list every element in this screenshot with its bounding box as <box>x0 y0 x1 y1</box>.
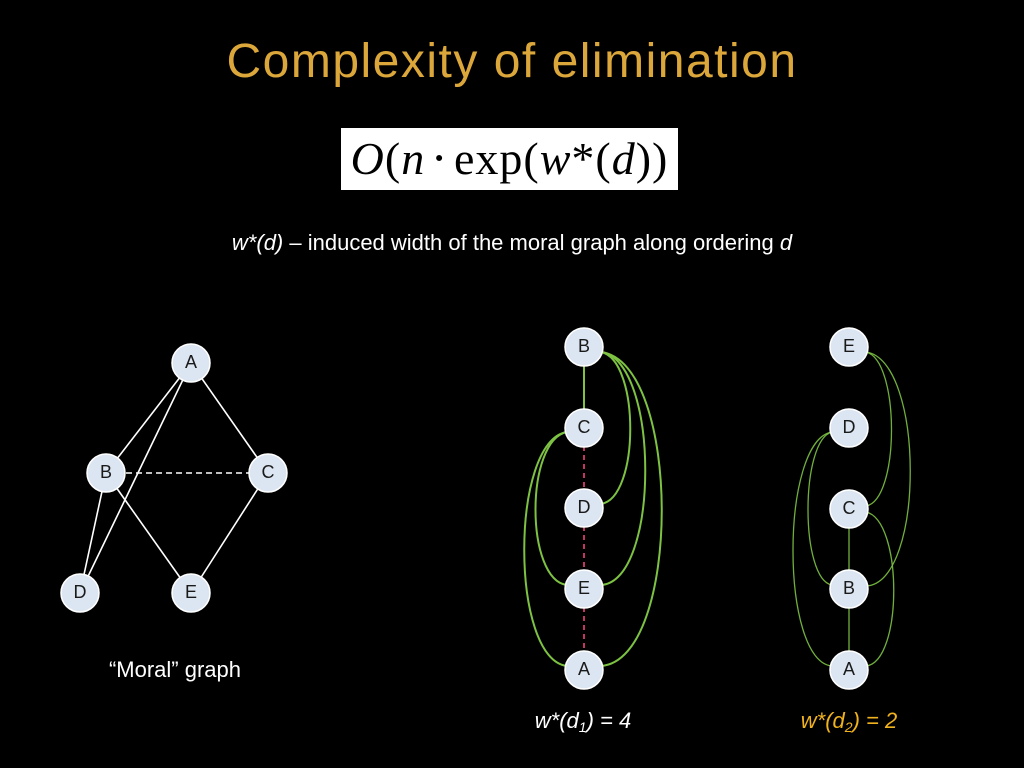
node-circle <box>829 569 869 609</box>
formula-part: O <box>350 133 385 184</box>
edge-b-e <box>105 472 192 594</box>
arc-b-d <box>600 351 632 505</box>
node-label: D <box>843 417 856 437</box>
edge-c-e <box>190 472 269 594</box>
arc-c-e <box>534 431 568 586</box>
node-label: E <box>843 336 855 356</box>
d2-node: D <box>829 408 869 448</box>
node-label: E <box>578 578 590 598</box>
slide-title: Complexity of elimination <box>226 35 798 88</box>
node-circle <box>86 453 126 493</box>
moral-graph-caption: “Moral” graph <box>108 657 242 682</box>
d2-node: B <box>829 569 869 609</box>
moral-node: E <box>171 573 211 613</box>
edge-a-d <box>79 362 192 594</box>
node-label: B <box>578 336 590 356</box>
d1-node: B <box>564 327 604 367</box>
node-label: C <box>843 498 856 518</box>
moral-node: C <box>248 453 288 493</box>
edge-a-c <box>190 362 269 474</box>
width-label-subscript: 1 <box>578 719 587 735</box>
d2-node: E <box>829 327 869 367</box>
edge-a-b <box>105 362 192 474</box>
definition-text: – induced width of the moral graph along… <box>283 230 780 255</box>
moral-graph-edges <box>79 362 269 594</box>
node-label: A <box>185 352 197 372</box>
moral-graph: A B C D E <box>60 343 288 613</box>
arc-c-a <box>523 431 568 667</box>
formula-part: *( <box>571 133 612 184</box>
arc-b-e <box>600 351 647 586</box>
d1-node: C <box>564 408 604 448</box>
d1-node: E <box>564 569 604 609</box>
d1-width-label: w*(d1) = 4 <box>483 707 683 741</box>
width-label-suffix: ) = 4 <box>586 708 632 733</box>
d1-node: D <box>564 488 604 528</box>
formula-part: ( <box>384 133 402 184</box>
moral-node: D <box>60 573 100 613</box>
moral-node: B <box>86 453 126 493</box>
node-label: B <box>843 578 855 598</box>
arc-c-a <box>865 511 895 667</box>
ordering-d2-graph: E D C B A <box>792 327 911 690</box>
induced-width-definition: w*(d) – induced width of the moral graph… <box>0 229 1024 257</box>
complexity-formula: O(n⋅exp(w*(d)) <box>341 128 678 190</box>
node-label: E <box>185 582 197 602</box>
node-circle <box>60 573 100 613</box>
width-label-prefix: w*(d <box>534 708 579 733</box>
formula-part: exp( <box>453 133 540 184</box>
arc-e-b <box>865 351 911 587</box>
node-circle <box>829 489 869 529</box>
node-label: C <box>578 417 591 437</box>
node-circle <box>171 573 211 613</box>
definition-variable: d <box>779 230 793 255</box>
node-circle <box>564 650 604 690</box>
d2-node: A <box>829 650 869 690</box>
edge-b-d <box>79 472 107 594</box>
node-label: D <box>74 582 87 602</box>
node-circle <box>829 327 869 367</box>
node-circle <box>171 343 211 383</box>
definition-term: w*(d) <box>231 230 284 255</box>
node-circle <box>564 488 604 528</box>
arc-d-a <box>792 431 833 667</box>
formula-part: n <box>401 133 426 184</box>
node-circle <box>564 327 604 367</box>
d2-node: C <box>829 489 869 529</box>
formula-part: w <box>539 133 572 184</box>
node-circle <box>564 408 604 448</box>
d1-node: A <box>564 650 604 690</box>
node-circle <box>829 650 869 690</box>
arc-e-c <box>865 351 893 507</box>
d2-width-label: w*(d2) = 2 <box>749 707 949 741</box>
formula-part: d <box>611 133 636 184</box>
node-label: B <box>100 462 112 482</box>
formula-part: )) <box>635 133 669 184</box>
width-label-prefix: w*(d <box>800 708 845 733</box>
width-label-suffix: ) = 2 <box>852 708 898 733</box>
node-circle <box>248 453 288 493</box>
formula-part: ⋅ <box>431 133 448 184</box>
arc-b-a <box>600 351 663 667</box>
arc-d-b <box>807 431 833 586</box>
node-circle <box>829 408 869 448</box>
node-label: C <box>262 462 275 482</box>
width-label-subscript: 2 <box>844 719 853 735</box>
node-label: A <box>578 659 590 679</box>
ordering-d1-graph: B C D E A <box>523 327 663 690</box>
node-label: D <box>578 497 591 517</box>
node-circle <box>564 569 604 609</box>
moral-node: A <box>171 343 211 383</box>
node-label: A <box>843 659 855 679</box>
